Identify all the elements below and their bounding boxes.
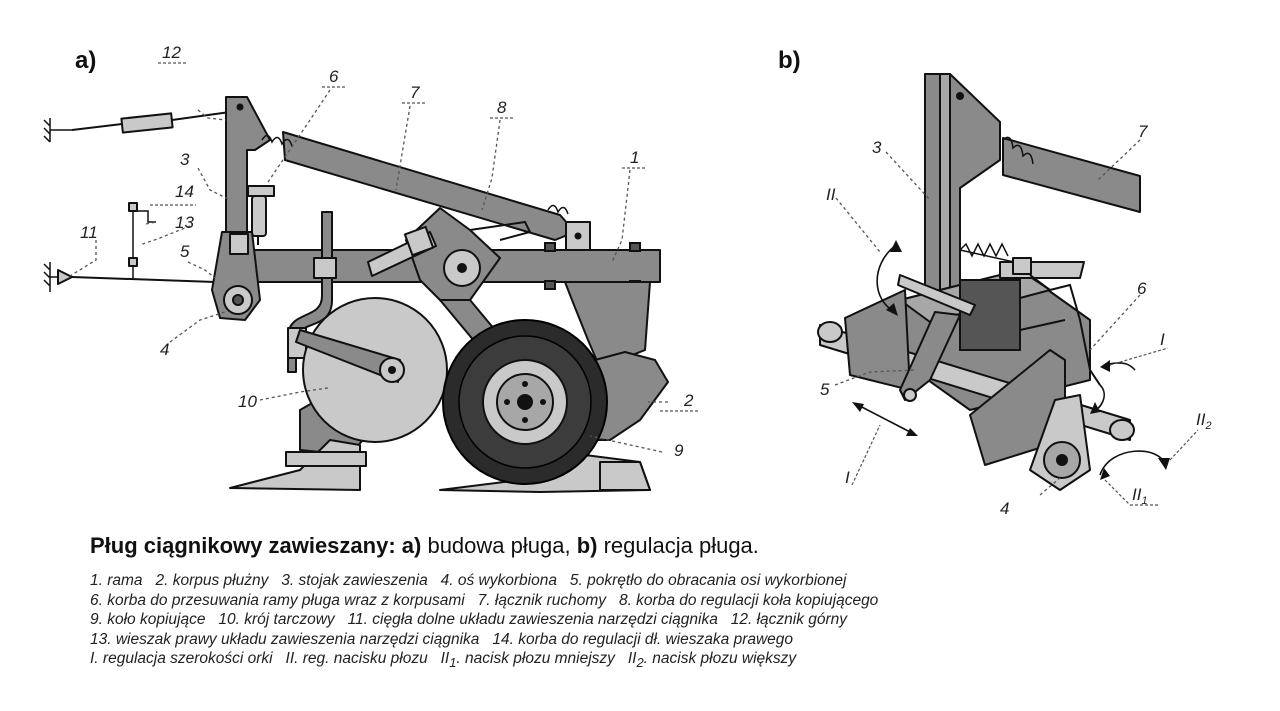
legend-last-b: . nacisk płozu mniejszy II [456, 650, 637, 668]
caption-b-text: regulacja pługa. [597, 533, 759, 558]
label-8: 8 [497, 98, 507, 117]
figure-caption: Pług ciągnikowy zawieszany: a) budowa pł… [90, 533, 759, 559]
lower-links [43, 262, 216, 292]
right-hanger [128, 202, 156, 280]
legend: 1. rama 2. korpus płużny 3. stojak zawie… [90, 571, 878, 673]
legend-last-c: . nacisk płozu większy [643, 650, 797, 668]
top-link [43, 111, 231, 143]
b-label-3: 3 [872, 138, 882, 157]
panel-a-drawing: a) [43, 43, 698, 493]
panel-b-labels: 3 7 II 6 I 5 I II2 II1 4 [820, 122, 1212, 518]
copying-wheel [442, 319, 608, 485]
label-7: 7 [410, 83, 420, 102]
label-10: 10 [238, 392, 257, 411]
b-screw [959, 242, 1101, 386]
legend-line-1: 1. rama 2. korpus płużny 3. stojak zawie… [90, 572, 847, 589]
panel-b-drawing: b) [778, 47, 1212, 518]
label-14: 14 [175, 182, 194, 201]
plough-diagram: a) [43, 43, 1212, 518]
label-13: 13 [175, 213, 194, 232]
caption-title: Pług ciągnikowy zawieszany: [90, 533, 396, 558]
b-label-7: 7 [1138, 122, 1148, 141]
label-12: 12 [162, 43, 181, 62]
panel-a-labels: 12 6 7 8 1 3 14 13 11 5 4 10 2 9 [80, 43, 698, 460]
b-crank-axle [817, 289, 1135, 491]
b-label-II: II [826, 185, 836, 204]
label-11: 11 [80, 223, 98, 242]
b-label-6: 6 [1137, 279, 1147, 298]
label-6: 6 [329, 67, 339, 86]
legend-line-4: 13. wieszak prawy układu zawieszenia nar… [90, 630, 794, 648]
b-label-5: 5 [820, 380, 830, 399]
b-label-I-left: I [845, 468, 850, 487]
frame-crank [247, 185, 275, 245]
panel-b-leaders [834, 139, 1141, 496]
legend-last-b-sub: 2 [636, 655, 644, 671]
label-1: 1 [630, 148, 639, 167]
legend-last-a-sub: 1 [449, 655, 457, 671]
legend-line-2: 6. korba do przesuwania ramy pługa wraz … [90, 591, 879, 609]
caption-b-label: b) [576, 533, 598, 558]
legend-line-3: 9. koło kopiujące 10. krój tarczowy 11. … [90, 611, 848, 629]
panel-a-letter: a) [75, 47, 96, 74]
label-9: 9 [674, 441, 684, 460]
b-label-4: 4 [1000, 499, 1009, 518]
panel-b-letter: b) [778, 47, 801, 74]
label-3: 3 [180, 150, 190, 169]
b-knob [897, 274, 976, 402]
b-rocker-link [1002, 137, 1141, 213]
b-arrows [852, 240, 1170, 480]
legend-line-5: I. regulacja szerokości orki II. reg. na… [90, 649, 878, 673]
caption-a-text: budowa pługa, [421, 533, 577, 558]
crank-axle [211, 231, 261, 321]
b-label-II1: II1 [1132, 485, 1148, 507]
caption-a-label: a) [401, 533, 422, 558]
b-label-I-right: I [1160, 330, 1165, 349]
label-5: 5 [180, 242, 190, 261]
legend-last-a: I. regulacja szerokości orki II. reg. na… [90, 650, 450, 668]
label-2: 2 [683, 391, 694, 410]
label-4: 4 [160, 340, 169, 359]
b-label-II2: II2 [1196, 410, 1212, 432]
panel-a-leaders [69, 89, 668, 453]
